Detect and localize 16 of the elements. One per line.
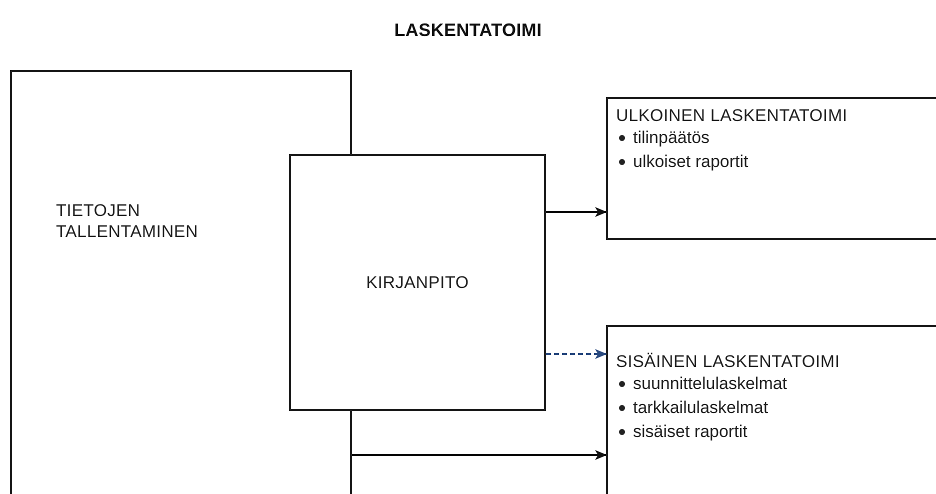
list-item: suunnittelulaskelmat — [633, 373, 788, 396]
arrow — [546, 349, 607, 359]
box-heading: KIRJANPITO — [366, 272, 469, 294]
box-heading: ULKOINEN LASKENTATOIMI — [616, 105, 848, 126]
box-heading: TIETOJEN TALLENTAMINEN — [56, 200, 200, 242]
list-item: tilinpäätös — [633, 127, 710, 150]
arrow — [352, 450, 607, 460]
list-item: ulkoiset raportit — [633, 151, 748, 174]
arrow — [546, 207, 607, 217]
process-box — [289, 154, 546, 411]
list-item: tarkkailulaskelmat — [633, 397, 768, 420]
process-box — [606, 97, 936, 240]
list-item: sisäiset raportit — [633, 420, 748, 443]
diagram-title: LASKENTATOIMI — [393, 20, 543, 41]
box-heading: SISÄINEN LASKENTATOIMI — [616, 351, 841, 372]
process-box — [606, 325, 936, 494]
